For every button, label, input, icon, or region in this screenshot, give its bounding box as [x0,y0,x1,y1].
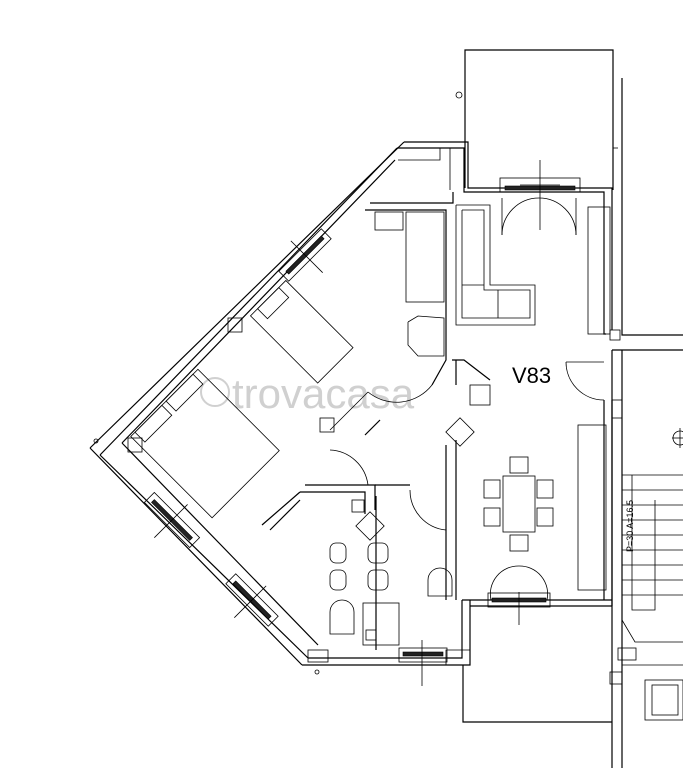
stair-note: P=30 A=16.5 [625,500,635,552]
watermark: trovacasa [200,370,415,417]
unit-label: V83 [512,363,551,388]
wall-columns [93,329,621,675]
windows [143,160,581,686]
doors [329,197,605,601]
furniture [127,204,611,591]
balcony-bottom [445,649,612,723]
balcony-top [455,49,618,190]
bathroom-fixtures [329,499,453,646]
interior-walls [261,192,491,650]
stair-area: P=30 A=16.5 [609,78,683,768]
